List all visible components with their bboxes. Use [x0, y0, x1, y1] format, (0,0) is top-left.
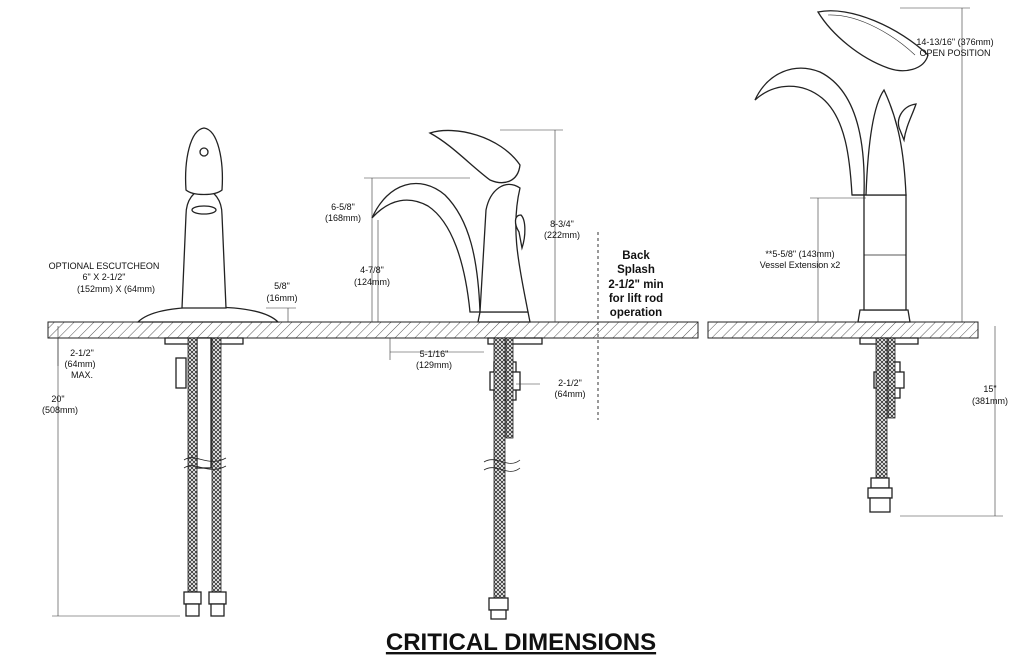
side-dimensions: [364, 129, 599, 420]
vessel-dimensions: [810, 7, 1003, 517]
spout-height-label: 6-5/8": [331, 202, 355, 212]
overall-height-metric: (222mm): [544, 230, 580, 240]
aerator-height-label: 4-7/8": [360, 265, 384, 275]
spout-height-metric: (168mm): [325, 213, 361, 223]
countertop-right: [707, 321, 979, 339]
backsplash-line-2: Splash: [617, 264, 655, 276]
side-view-faucet: [371, 129, 543, 620]
vessel-supply-length: 15": [983, 384, 996, 394]
open-height-label: 14-13/16" (376mm): [916, 37, 993, 47]
vessel-extension-label: **5-5/8" (143mm): [765, 249, 834, 259]
shank-metric: (64mm): [555, 389, 586, 399]
backsplash-line-5: operation: [610, 307, 662, 319]
escutcheon-title: OPTIONAL ESCUTCHEON: [49, 261, 160, 271]
reach-metric: (129mm): [416, 360, 452, 370]
vessel-view-faucet: [754, 10, 929, 513]
backsplash-line-1: Back: [622, 250, 650, 262]
overall-height-label: 8-3/4": [550, 219, 574, 229]
escutcheon-metric: (152mm) X (64mm): [77, 284, 155, 294]
vessel-supply-length-metric: (381mm): [972, 396, 1008, 406]
front-view-faucet: [136, 127, 280, 617]
deck-thickness-label: 2-1/2": [70, 348, 94, 358]
open-position-label: OPEN POSITION: [919, 48, 990, 58]
vessel-extension-note: Vessel Extension x2: [760, 260, 841, 270]
escutcheon-height-metric: (16mm): [267, 293, 298, 303]
front-dimensions: [52, 307, 296, 617]
deck-thickness-metric: (64mm): [65, 359, 96, 369]
escutcheon-size: 6" X 2-1/2": [83, 272, 126, 282]
diagram-title: CRITICAL DIMENSIONS: [386, 629, 656, 656]
reach-label: 5-1/16": [420, 349, 449, 359]
backsplash-line-3: 2-1/2" min: [608, 279, 663, 291]
backsplash-line-4: for lift rod: [609, 293, 663, 305]
front-supply-length: 20": [51, 394, 64, 404]
shank-label: 2-1/2": [558, 378, 582, 388]
deck-thickness-note: MAX.: [71, 370, 93, 380]
countertop-left: [47, 321, 699, 339]
aerator-height-metric: (124mm): [354, 277, 390, 287]
front-supply-length-metric: (508mm): [42, 405, 78, 415]
escutcheon-height-label: 5/8": [274, 281, 290, 291]
